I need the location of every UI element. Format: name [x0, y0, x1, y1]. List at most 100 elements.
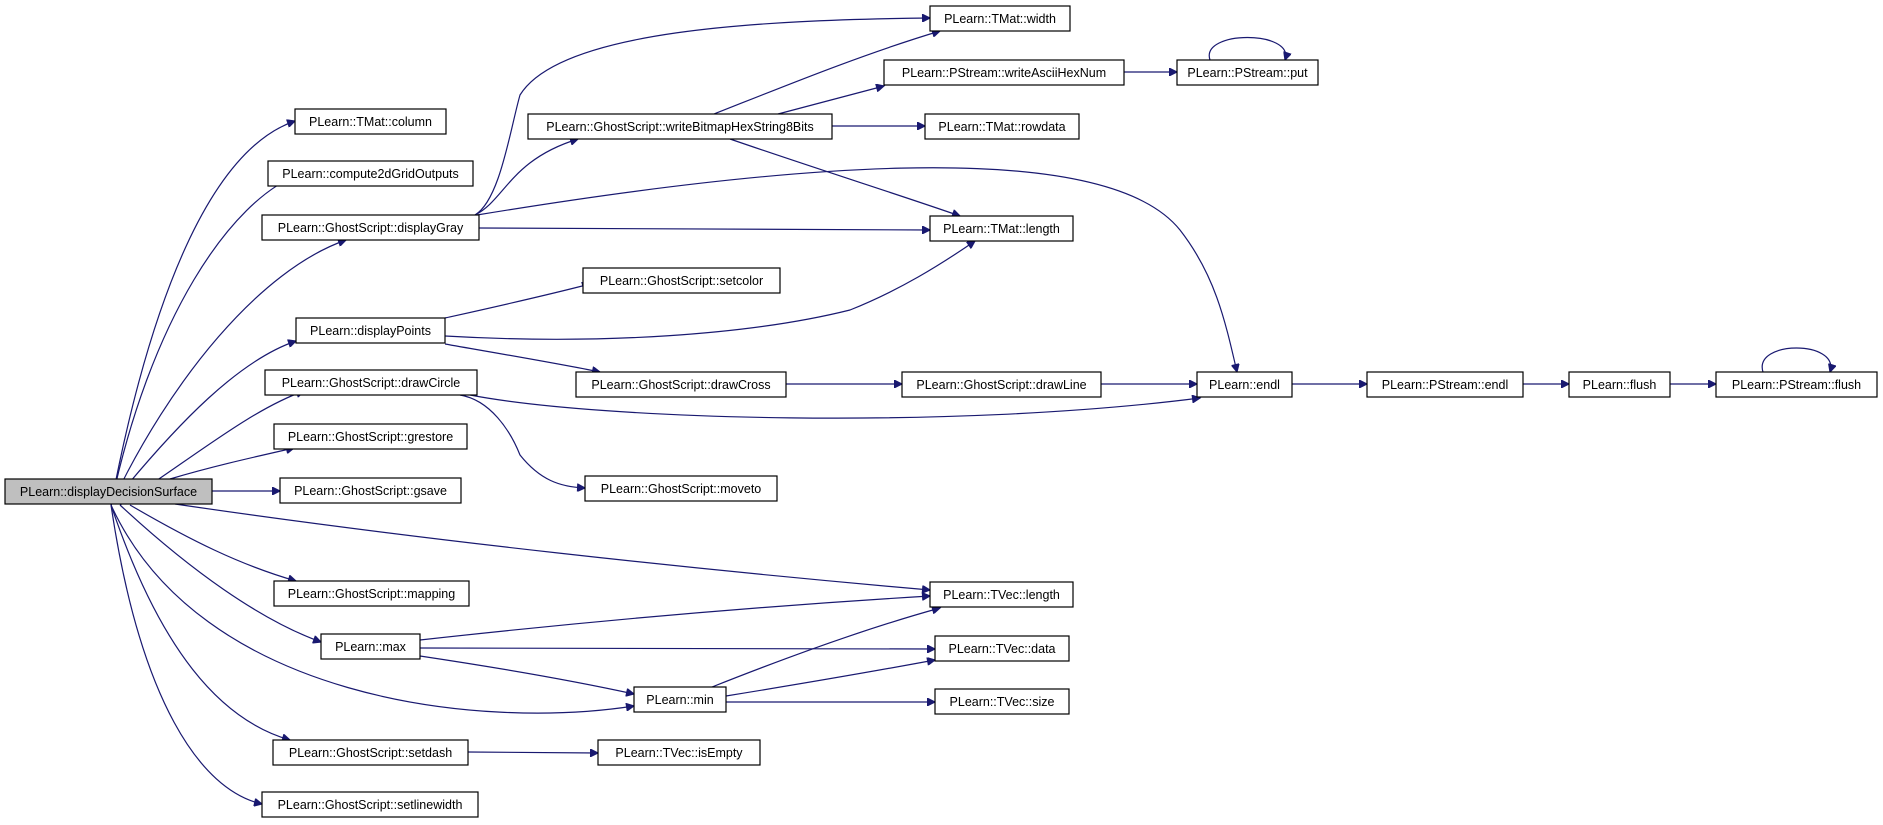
node-max[interactable]: PLearn::max	[320, 633, 421, 660]
node-tvec_length[interactable]: PLearn::TVec::length	[929, 581, 1074, 608]
edge-line	[729, 138, 960, 216]
node-box	[883, 59, 1125, 86]
node-compute2d[interactable]: PLearn::compute2dGridOutputs	[267, 160, 474, 187]
node-tmat_column[interactable]: PLearn::TMat::column	[294, 108, 447, 135]
node-tmat_rowdata[interactable]: PLearn::TMat::rowdata	[924, 113, 1080, 140]
edge-root-to-grestore	[169, 448, 294, 480]
node-label: PLearn::GhostScript::setcolor	[600, 274, 763, 288]
node-label: PLearn::PStream::endl	[1382, 378, 1508, 392]
node-drawcross[interactable]: PLearn::GhostScript::drawCross	[575, 371, 787, 398]
node-min[interactable]: PLearn::min	[633, 686, 727, 713]
node-label: PLearn::GhostScript::setlinewidth	[278, 798, 463, 812]
edges-layer	[110, 18, 1831, 804]
node-label: PLearn::displayDecisionSurface	[20, 485, 197, 499]
node-label: PLearn::TVec::isEmpty	[615, 746, 743, 760]
node-label: PLearn::TMat::column	[309, 115, 432, 129]
node-setlinewidth[interactable]: PLearn::GhostScript::setlinewidth	[261, 791, 479, 818]
edge-line	[777, 86, 884, 115]
edge-line	[119, 504, 321, 642]
node-box	[273, 580, 470, 607]
node-root[interactable]: PLearn::displayDecisionSurface	[4, 478, 213, 505]
node-box	[901, 371, 1102, 398]
node-label: PLearn::displayPoints	[310, 324, 431, 338]
node-displaypoints[interactable]: PLearn::displayPoints	[295, 317, 446, 344]
edge-root-to-mapping	[129, 504, 296, 581]
edge-writebitmap-to-writeasciihex	[777, 86, 884, 115]
node-label: PLearn::GhostScript::mapping	[288, 587, 455, 601]
edge-line	[110, 240, 346, 506]
node-box	[1568, 371, 1671, 398]
node-flush[interactable]: PLearn::flush	[1568, 371, 1671, 398]
node-grestore[interactable]: PLearn::GhostScript::grestore	[273, 423, 468, 450]
node-label: PLearn::GhostScript::drawCircle	[282, 376, 461, 390]
edge-max-to-tvec_length	[419, 596, 930, 641]
node-box	[261, 791, 479, 818]
node-setcolor[interactable]: PLearn::GhostScript::setcolor	[582, 267, 781, 294]
nodes-layer: PLearn::displayDecisionSurface PLearn::TM…	[4, 5, 1878, 818]
node-box	[273, 423, 468, 450]
node-pstream_endl[interactable]: PLearn::PStream::endl	[1366, 371, 1524, 398]
node-displaygray[interactable]: PLearn::GhostScript::displayGray	[261, 214, 480, 241]
edge-displaypoints-to-setcolor	[444, 284, 590, 319]
node-box	[597, 739, 761, 766]
edge-max-to-tvec_data	[419, 648, 935, 649]
edge-max-to-min	[419, 655, 634, 694]
node-label: PLearn::TVec::length	[943, 588, 1060, 602]
node-box	[264, 369, 478, 396]
node-moveto[interactable]: PLearn::GhostScript::moveto	[584, 475, 778, 502]
node-label: PLearn::GhostScript::writeBitmapHexStrin…	[546, 120, 813, 134]
edge-displaypoints-to-tmat_length	[444, 241, 975, 340]
edge-displaypoints-to-drawcross	[444, 343, 600, 372]
edge-line	[129, 504, 296, 581]
edge-line	[419, 648, 935, 649]
node-writebitmap[interactable]: PLearn::GhostScript::writeBitmapHexStrin…	[527, 113, 833, 140]
node-tvec_data[interactable]: PLearn::TVec::data	[934, 635, 1070, 662]
node-label: PLearn::TMat::width	[944, 12, 1056, 26]
node-gsave[interactable]: PLearn::GhostScript::gsave	[279, 477, 462, 504]
edge-line	[459, 394, 585, 488]
node-tvec_size[interactable]: PLearn::TVec::size	[934, 688, 1070, 715]
edge-line	[110, 121, 295, 506]
node-box	[1715, 371, 1878, 398]
edge-line	[419, 655, 634, 694]
node-box	[279, 477, 462, 504]
edge-line	[444, 343, 600, 372]
edge-pstream_flush-to-pstream_flush	[1761, 347, 1831, 372]
node-writeasciihex[interactable]: PLearn::PStream::writeAsciiHexNum	[883, 59, 1125, 86]
node-label: PLearn::PStream::put	[1187, 66, 1308, 80]
node-box	[272, 739, 469, 766]
edge-line	[469, 395, 1200, 419]
edge-line	[478, 228, 930, 230]
node-box	[924, 113, 1080, 140]
node-label: PLearn::flush	[1583, 378, 1657, 392]
node-mapping[interactable]: PLearn::GhostScript::mapping	[273, 580, 470, 607]
node-pstream_put[interactable]: PLearn::PStream::put	[1176, 59, 1319, 86]
edge-root-to-tvec_length	[174, 503, 930, 590]
edge-drawcircle-to-moveto	[459, 394, 585, 488]
node-label: PLearn::PStream::writeAsciiHexNum	[902, 66, 1106, 80]
edge-line	[110, 341, 296, 506]
node-tmat_width[interactable]: PLearn::TMat::width	[929, 5, 1071, 32]
edge-line	[1761, 347, 1831, 372]
node-tvec_isempty[interactable]: PLearn::TVec::isEmpty	[597, 739, 761, 766]
node-label: PLearn::max	[335, 640, 407, 654]
node-drawcircle[interactable]: PLearn::GhostScript::drawCircle	[264, 369, 478, 396]
node-label: PLearn::GhostScript::moveto	[601, 482, 762, 496]
node-box	[4, 478, 213, 505]
edge-displaygray-to-tmat_length	[478, 228, 930, 230]
node-label: PLearn::GhostScript::drawLine	[916, 378, 1086, 392]
node-box	[934, 635, 1070, 662]
node-pstream_flush[interactable]: PLearn::PStream::flush	[1715, 371, 1878, 398]
node-tmat_length[interactable]: PLearn::TMat::length	[929, 215, 1074, 242]
node-drawline[interactable]: PLearn::GhostScript::drawLine	[901, 371, 1102, 398]
node-box	[320, 633, 421, 660]
node-box	[527, 113, 833, 140]
node-box	[929, 215, 1074, 242]
node-setdash[interactable]: PLearn::GhostScript::setdash	[272, 739, 469, 766]
edge-line	[711, 608, 940, 688]
node-endl[interactable]: PLearn::endl	[1196, 371, 1293, 398]
node-label: PLearn::TVec::data	[948, 642, 1055, 656]
node-label: PLearn::GhostScript::setdash	[289, 746, 452, 760]
node-label: PLearn::PStream::flush	[1732, 378, 1861, 392]
